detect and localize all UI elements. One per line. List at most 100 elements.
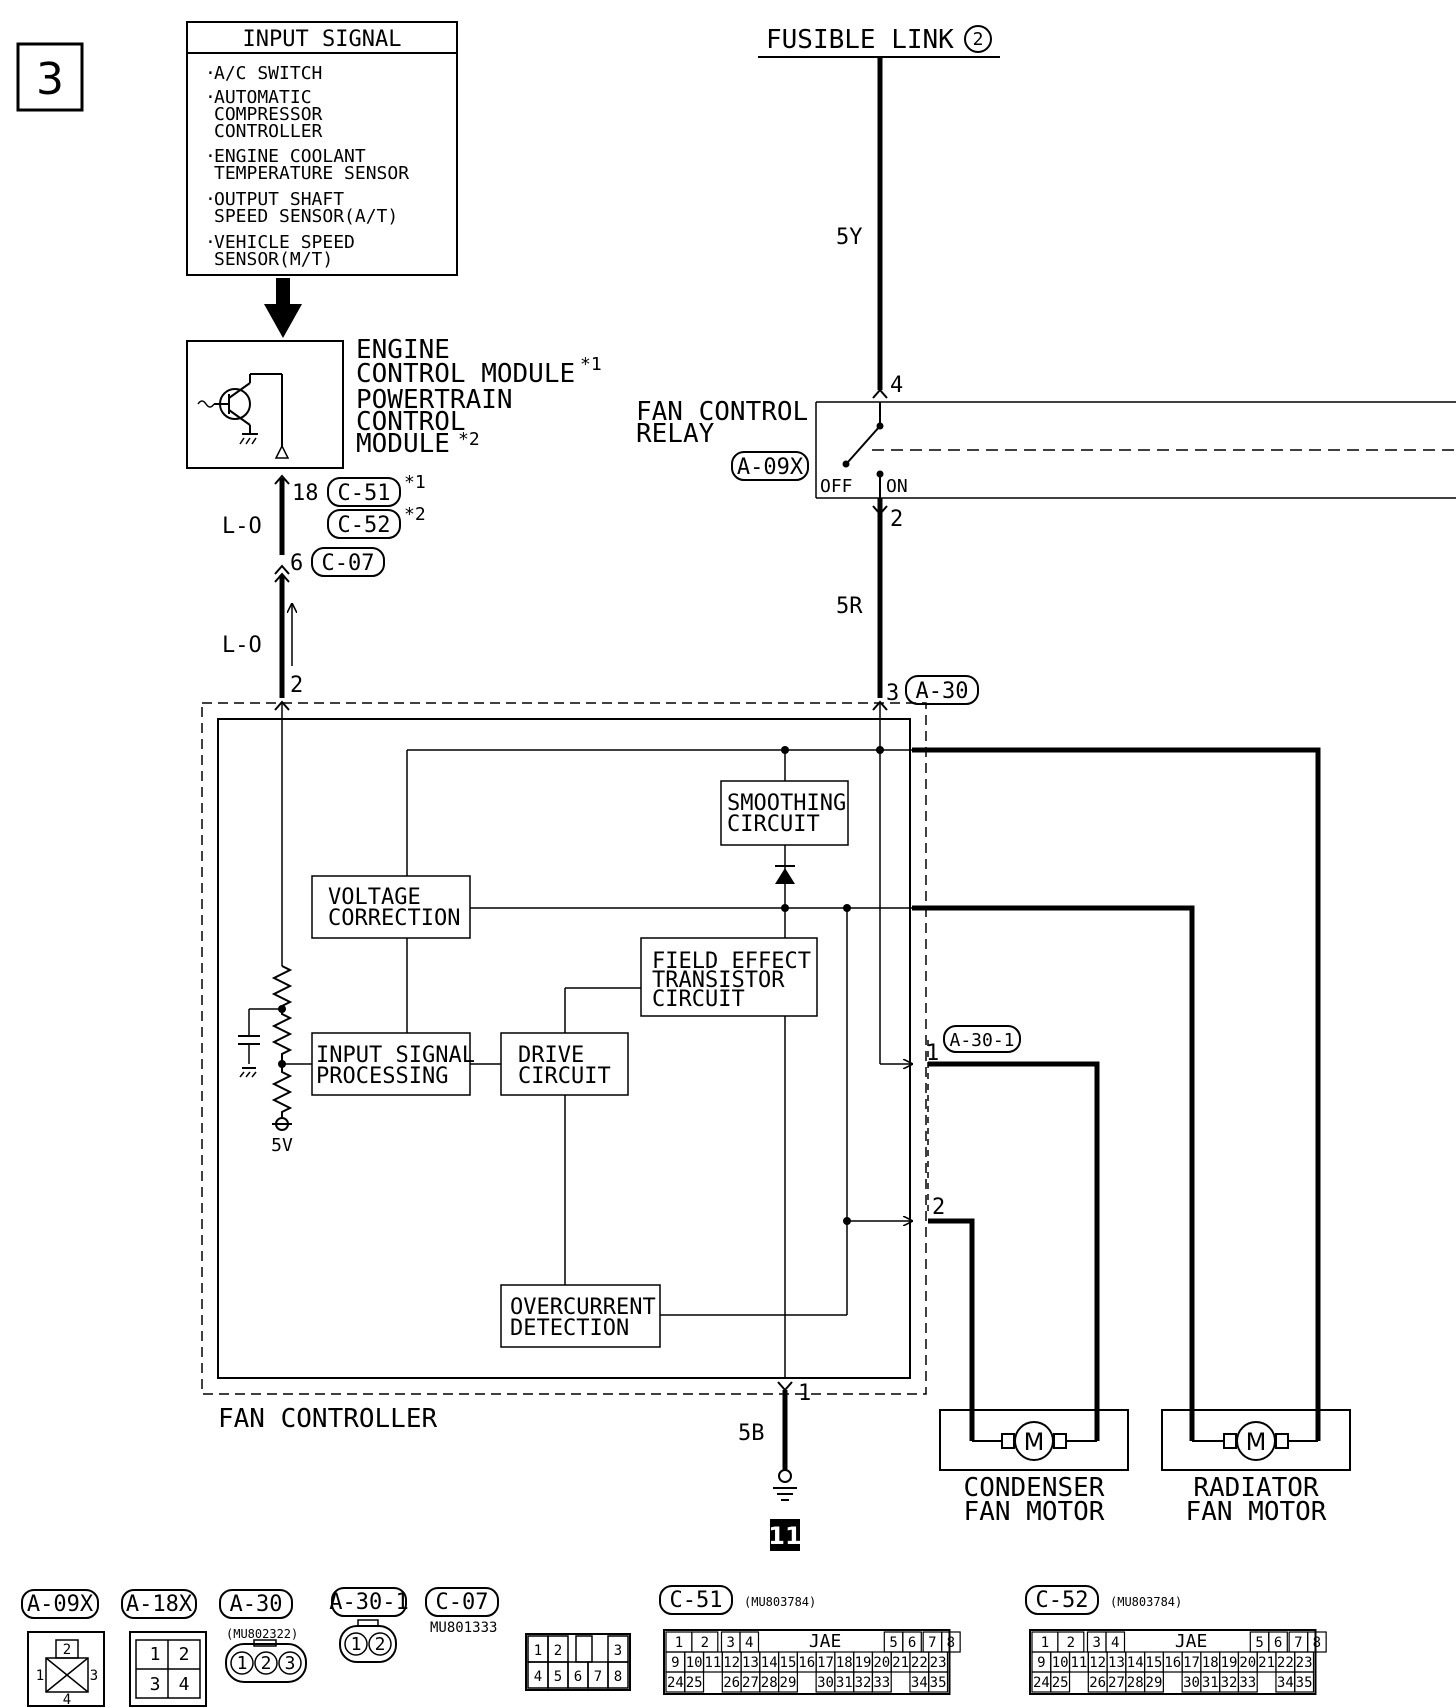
bullet: · [205, 146, 216, 167]
legend-c07-tag [425, 1587, 499, 1617]
fet-label-2: TRANSISTOR [652, 968, 785, 993]
pin-label: 31 [1202, 1675, 1219, 1691]
input-signal-item: SENSOR(M/T) [214, 249, 333, 270]
pin-label: 7 [1294, 1635, 1302, 1651]
signal-arrow [264, 278, 302, 338]
ground-pin: 1 [798, 1381, 811, 1406]
pin-label: 8 [1313, 1635, 1321, 1651]
pin-label: 4 [1111, 1635, 1119, 1651]
a09x-pin: 4 [63, 1692, 71, 1708]
pcm-label-3: MODULE [356, 429, 450, 459]
legend-a09x-label: A-09X [27, 1592, 94, 1617]
capacitor-icon [238, 1035, 260, 1078]
pin-label: 34 [911, 1675, 928, 1691]
legend-c52-tag [1025, 1585, 1099, 1615]
pin-label: 18 [836, 1655, 853, 1671]
c07-pin: 8 [614, 1669, 622, 1685]
radiator-motor-label-2: FAN MOTOR [1186, 1497, 1327, 1527]
c07-pin: 6 [290, 551, 303, 576]
ecm-label-2: CONTROL MODULE [356, 359, 575, 389]
input-proc-label-1: INPUT SIGNAL [316, 1043, 475, 1068]
pin-label: 3 [1093, 1635, 1101, 1651]
pin-label: 28 [761, 1675, 778, 1691]
pin-label: 25 [1052, 1675, 1069, 1691]
a09x-pin: 2 [63, 1642, 71, 1658]
page-number-box: 3 [16, 42, 84, 112]
wire-lo-top: L-O [222, 514, 262, 539]
a30-tag-label: A-30 [916, 679, 969, 704]
connector-a18x-face: 1 2 3 4 [129, 1631, 207, 1707]
a30-pin: 1 [237, 1653, 248, 1674]
radiator-motor-label-1: RADIATOR [1193, 1473, 1319, 1503]
pin-label: 15 [780, 1655, 797, 1671]
pin-label: 2 [701, 1635, 709, 1651]
pin-label: 24 [1033, 1675, 1050, 1691]
pcm-label-2: CONTROL [356, 407, 466, 437]
junction-dot [781, 904, 789, 912]
pin-label: 22 [1277, 1655, 1294, 1671]
radiator-motor-symbol: M [1246, 1428, 1267, 1456]
pcm-note-2: *2 [458, 429, 480, 450]
pin-label: 34 [1277, 1675, 1294, 1691]
pin-label: 6 [908, 1635, 916, 1651]
fet-label-1: FIELD EFFECT [652, 949, 811, 974]
smoothing-circuit-block [720, 780, 849, 846]
pin-label: 16 [1164, 1655, 1181, 1671]
page-number: 3 [36, 54, 64, 105]
a09x-pin: 1 [36, 1668, 44, 1684]
pin-label: 19 [855, 1655, 872, 1671]
input-signal-item: COMPRESSOR [214, 104, 323, 125]
c07-pin: 3 [614, 1643, 622, 1659]
pin-label: 16 [798, 1655, 815, 1671]
fet-label-3: CIRCUIT [652, 987, 745, 1012]
pin-label: 10 [1052, 1655, 1069, 1671]
pin-label: 3 [727, 1635, 735, 1651]
input-signal-item: OUTPUT SHAFT [214, 189, 344, 210]
pin-label: 13 [742, 1655, 759, 1671]
legend-a09x-tag [21, 1589, 99, 1619]
a09x-tag [731, 451, 809, 481]
c07-pin: 7 [594, 1669, 602, 1685]
pin-label: 12 [1089, 1655, 1106, 1671]
ecm-pin: 18 [292, 481, 319, 506]
wire-5r-label: 5R [836, 594, 863, 619]
junction-dot [843, 904, 851, 912]
condenser-fan-motor: M [939, 1409, 1129, 1471]
bullet: · [205, 232, 216, 253]
legend-c51-label: C-51 [670, 1588, 723, 1613]
input-signal-box: INPUT SIGNAL ·A/C SWITCH·AUTOMATICCOMPRE… [186, 21, 458, 276]
a09x-tag-label: A-09X [737, 455, 804, 480]
ground-number-box [770, 1519, 800, 1551]
connector-legend: A-09X 2 1 3 4 A-18X 1 2 3 4 A-30 (M [21, 1585, 1327, 1708]
drive-circuit-block [500, 1032, 629, 1096]
pin-label: 17 [1183, 1655, 1200, 1671]
legend-c07-part: MU801333 [430, 1620, 497, 1636]
pin-label: 29 [1146, 1675, 1163, 1691]
fan-controller [201, 702, 927, 1395]
jae-brand: JAE [1175, 1631, 1208, 1652]
pin-label: 7 [928, 1635, 936, 1651]
a18x-pin: 3 [150, 1674, 161, 1695]
a30-pin: 3 [285, 1653, 296, 1674]
pin-label: 22 [911, 1655, 928, 1671]
pin-label: 1 [1041, 1635, 1049, 1651]
pin-label: 5 [1255, 1635, 1263, 1651]
drive-label-2: CIRCUIT [518, 1064, 611, 1089]
pin-label: 23 [1296, 1655, 1313, 1671]
input-signal-processing-block [311, 1032, 471, 1096]
diode-icon [775, 865, 795, 884]
legend-a301-label: A-30-1 [329, 1590, 408, 1615]
a301-pin-2: 2 [932, 1195, 945, 1220]
fusible-link-number-circle [964, 25, 992, 53]
c52-tag-label: C-52 [338, 513, 391, 538]
pin-label: 11 [704, 1655, 721, 1671]
a30-tag [905, 675, 979, 705]
condenser-motor-label-2: FAN MOTOR [964, 1497, 1105, 1527]
input-signal-item: TEMPERATURE SENSOR [214, 163, 409, 184]
pin-label: 11 [1070, 1655, 1087, 1671]
pin-label: 35 [1296, 1675, 1313, 1691]
transistor-icon [197, 373, 290, 459]
pin-label: 21 [892, 1655, 909, 1671]
fet-circuit-block [640, 937, 818, 1017]
